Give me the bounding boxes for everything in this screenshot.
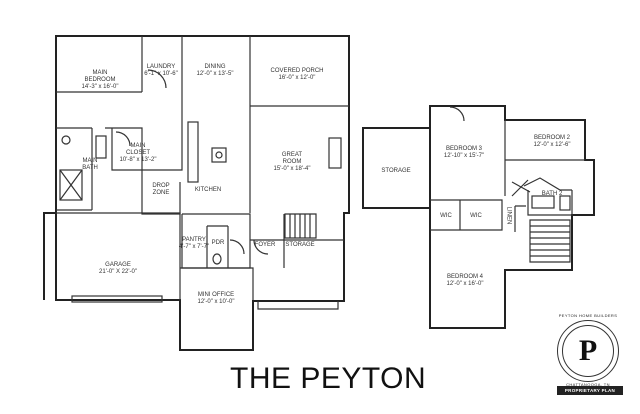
room-dimensions: 12'-10" x 15'-7" [443,153,485,159]
room-storage-upper: STORAGE [381,168,410,175]
room-bedroom-2: BEDROOM 2 12'-0" x 12'-6" [534,135,571,149]
room-name: GREAT ROOM [281,152,303,165]
room-dimensions: 12'-0" x 13'-5" [196,71,234,77]
room-name: PANTRY [182,237,206,243]
builder-logo: P PEYTON HOME BUILDERS CHATTANOOGA, TN [557,313,619,387]
room-name: BEDROOM 2 [533,135,570,141]
room-drop-zone: DROP ZONE [152,183,169,197]
room-dining: DINING 12'-0" x 13'-5" [197,64,234,78]
room-bedroom-3: BEDROOM 3 12'-10" x 15'-7" [444,146,484,160]
room-mini-office: MINI OFFICE 12'-0" x 10'-0" [198,292,235,306]
room-dimensions: 21'-0" X 22'-0" [99,269,137,275]
room-name: LINEN [505,206,512,225]
proprietary-plan-badge: PROPRIETARY PLAN [557,386,623,395]
room-pdr: PDR [212,240,225,247]
logo-inner-ring [562,325,614,377]
room-garage: GARAGE 21'-0" X 22'-0" [99,262,137,276]
room-great-room: GREAT ROOM 15'-0" x 18'-4" [274,152,311,173]
room-dimensions: 10'-8" x 13'-2" [119,157,157,163]
room-name: LAUNDRY [146,64,176,70]
room-dimensions: 12'-0" x 16'-0" [446,281,484,287]
room-dimensions: 4'-7" x 7'-7" [178,244,210,250]
room-main-closet: MAIN CLOSET 10'-8" x 13'-2" [120,143,157,164]
room-dimensions: 6'-1" x 10'-6" [144,71,178,77]
logo-bottom-text: CHATTANOOGA, TN [566,382,610,387]
room-name: WIC [440,213,452,219]
room-main-bath: MAIN BATH [82,158,98,172]
room-name: GARAGE [105,262,131,268]
room-dimensions: 12'-0" x 12'-6" [533,142,571,148]
room-name: BEDROOM 4 [446,274,483,280]
room-name: PDR [211,240,225,246]
room-bath-2: BATH 2 [542,191,563,198]
main-floor-outline [55,35,350,351]
room-name: MAIN CLOSET [125,143,150,156]
logo-top-text: PEYTON HOME BUILDERS [558,313,618,318]
room-pantry: PANTRY 4'-7" x 7'-7" [179,237,209,251]
plan-title: THE PEYTON [230,362,427,395]
logo-letter: P [578,334,598,367]
room-name: DINING [204,64,226,70]
room-foyer: FOYER [255,242,276,249]
room-kitchen: KITCHEN [195,187,221,194]
room-main-bedroom: MAIN BEDROOM 14'-3" x 16'-0" [82,70,119,91]
room-dimensions: 12'-0" x 10'-0" [197,299,235,305]
room-name: MAIN BEDROOM [84,70,116,83]
room-covered-porch: COVERED PORCH 16'-0" x 12'-0" [270,68,323,82]
room-linen: LINEN [505,207,512,225]
room-wic-1: WIC [440,213,452,220]
room-name: DROP ZONE [152,183,170,196]
room-dimensions: 15'-0" x 18'-4" [273,166,311,172]
room-name: COVERED PORCH [270,68,324,74]
room-name: FOYER [254,242,276,248]
room-name: BEDROOM 3 [445,146,482,152]
room-laundry: LAUNDRY 6'-1" x 10'-6" [144,64,178,78]
room-name: STORAGE [285,242,315,248]
room-name: KITCHEN [194,187,222,193]
room-dimensions: 14'-3" x 16'-0" [81,84,119,90]
room-storage-main: STORAGE [285,242,314,249]
room-name: MINI OFFICE [197,292,235,298]
room-dimensions: 16'-0" x 12'-0" [278,75,316,81]
room-wic-2: WIC [470,213,482,220]
room-name: BATH 2 [541,191,563,197]
room-name: STORAGE [381,168,411,174]
room-name: MAIN BATH [82,158,98,171]
room-bedroom-4: BEDROOM 4 12'-0" x 16'-0" [447,274,484,288]
room-name: WIC [470,213,482,219]
logo-outer-ring [557,320,619,382]
